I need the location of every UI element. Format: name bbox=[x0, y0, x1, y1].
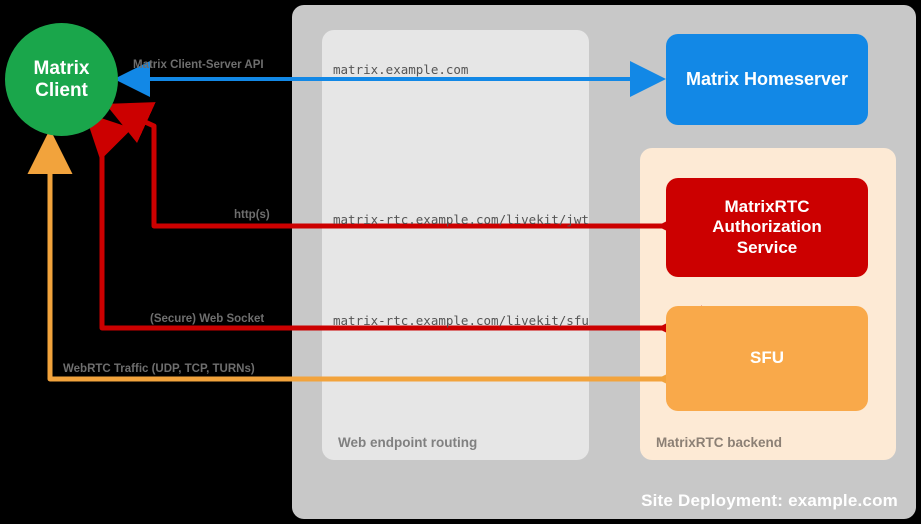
node-matrix-homeserver[interactable]: Matrix Homeserver bbox=[666, 34, 868, 125]
node-matrix-client-label-line1: Matrix bbox=[33, 57, 90, 79]
endpoint-label-matrix-example-com: matrix.example.com bbox=[333, 62, 469, 77]
endpoint-label-livekit-jwt: matrix-rtc.example.com/livekit/jwt bbox=[333, 212, 589, 227]
matrixrtc-backend-label: MatrixRTC backend bbox=[656, 435, 783, 450]
node-matrix-homeserver-label: Matrix Homeserver bbox=[685, 68, 849, 89]
node-auth-label-line2: Authorization bbox=[712, 217, 822, 237]
node-auth-label-line3: Service bbox=[736, 237, 798, 257]
connector-label-matrix-client-server-api: Matrix Client-Server API bbox=[133, 59, 264, 71]
connector-label-http-s: http(s) bbox=[234, 209, 270, 221]
connector-label-secure-web-socket: (Secure) Web Socket bbox=[150, 313, 265, 325]
node-matrix-client-label: Matrix Client bbox=[34, 58, 90, 102]
site-deployment-label: Site Deployment: example.com bbox=[641, 491, 898, 510]
node-matrix-client[interactable]: Matrix Client bbox=[5, 23, 118, 136]
node-matrixrtc-auth-service-label: MatrixRTC Authorization Service bbox=[712, 197, 822, 258]
container-web-endpoint-routing: Web endpoint routing bbox=[322, 30, 589, 460]
web-endpoint-routing-label: Web endpoint routing bbox=[338, 435, 478, 450]
node-matrix-client-label-line2: Client bbox=[35, 79, 88, 101]
node-sfu[interactable]: SFU bbox=[666, 306, 868, 411]
endpoint-label-livekit-sfu: matrix-rtc.example.com/livekit/sfu bbox=[333, 313, 589, 328]
node-auth-label-line1: MatrixRTC bbox=[724, 196, 810, 216]
node-matrixrtc-auth-service[interactable]: MatrixRTC Authorization Service bbox=[666, 178, 868, 277]
connector-label-webrtc-traffic: WebRTC Traffic (UDP, TCP, TURNs) bbox=[63, 363, 255, 375]
node-sfu-label: SFU bbox=[750, 348, 784, 368]
